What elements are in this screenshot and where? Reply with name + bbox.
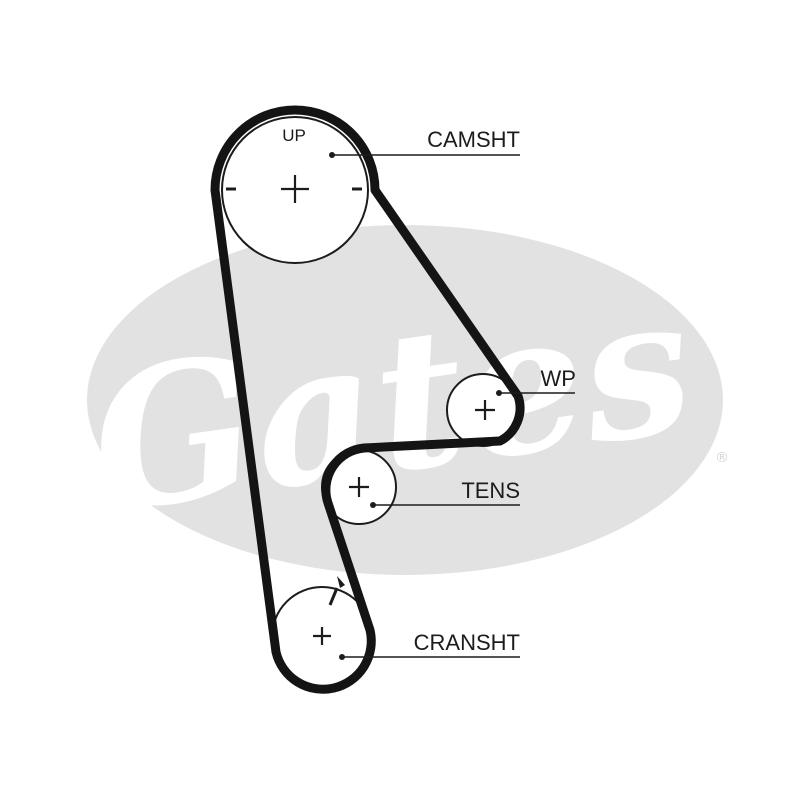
camshaft-leader bbox=[329, 152, 520, 158]
crankshaft-timing-mark bbox=[328, 576, 345, 606]
tensioner-label: TENS bbox=[461, 478, 520, 503]
crankshaft-label: CRANSHT bbox=[414, 630, 520, 655]
tensioner-centre-cross bbox=[349, 477, 369, 497]
gates-watermark: Gates ® bbox=[78, 225, 729, 575]
watermark-oval bbox=[87, 225, 723, 575]
camshaft-up-marking: UP bbox=[282, 126, 306, 145]
leader-lines bbox=[329, 152, 575, 660]
camshaft-centre-cross bbox=[281, 175, 309, 203]
camshaft-label: CAMSHT bbox=[427, 127, 520, 152]
water-pump-centre-cross bbox=[475, 400, 495, 420]
water-pump-leader bbox=[496, 390, 575, 396]
timing-belt bbox=[210, 105, 525, 694]
watermark-registered-mark: ® bbox=[715, 450, 729, 466]
crankshaft-leader bbox=[339, 654, 520, 660]
crankshaft-timing-arrow bbox=[337, 576, 345, 588]
centre-marks bbox=[281, 175, 495, 645]
crankshaft-centre-cross bbox=[313, 627, 331, 645]
tensioner-leader bbox=[370, 502, 520, 508]
water-pump-label: WP bbox=[541, 366, 576, 391]
